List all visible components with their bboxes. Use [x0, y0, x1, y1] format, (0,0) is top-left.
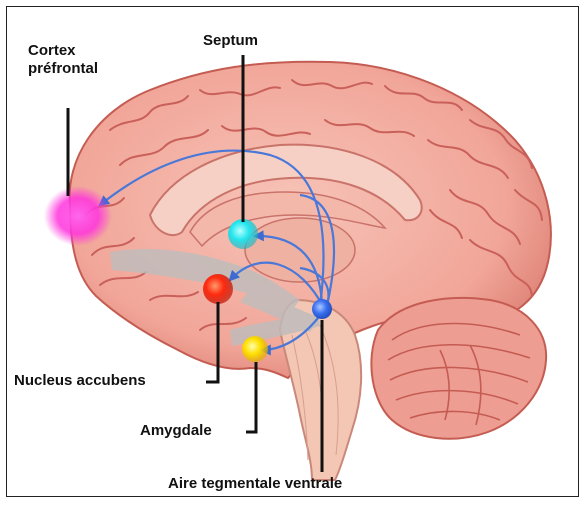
label-cortex-prefrontal: Cortex préfrontal	[28, 42, 98, 78]
label-amygdale: Amygdale	[140, 422, 212, 440]
atv-spot	[312, 299, 332, 319]
label-aire-tegmentale-ventrale: Aire tegmentale ventrale	[168, 475, 342, 493]
label-cortex-line2: préfrontal	[28, 60, 98, 78]
label-nucleus-accubens: Nucleus accubens	[14, 372, 146, 390]
cortex-prefrontal-spot	[44, 186, 112, 246]
label-septum: Septum	[203, 32, 258, 50]
septum-spot	[228, 219, 258, 249]
amygdale-spot	[242, 336, 268, 362]
label-cortex-line1: Cortex	[28, 42, 98, 60]
nucleus-accumbens-spot	[203, 274, 233, 304]
